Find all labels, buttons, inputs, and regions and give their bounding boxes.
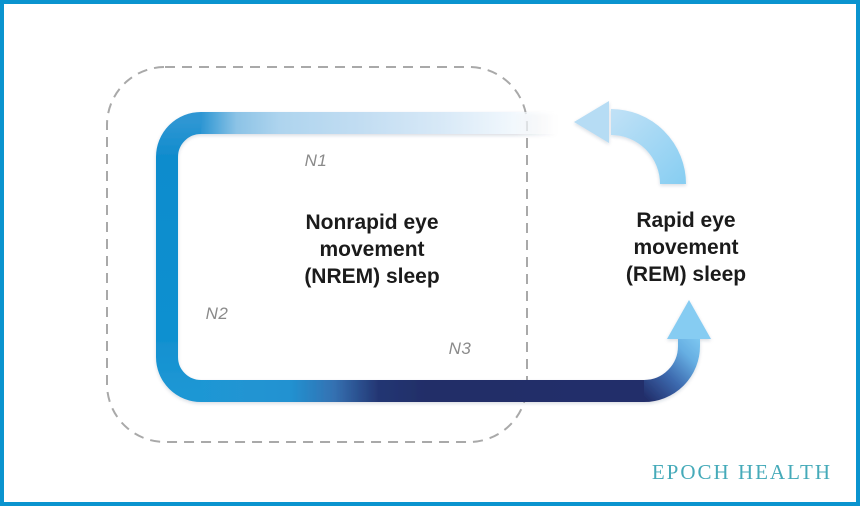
rem-return-arrow-shaft xyxy=(610,109,686,185)
rem-return-arrowhead-icon xyxy=(574,101,609,143)
rem-transition-curve xyxy=(643,337,700,402)
stage-label-n2: N2 xyxy=(205,304,229,323)
nrem-label: Nonrapid eye movement (NREM) sleep xyxy=(304,211,440,288)
stage-label-n3: N3 xyxy=(448,339,472,358)
nrem-band-n2-left xyxy=(156,112,202,402)
sleep-cycle-diagram xyxy=(106,66,711,443)
rem-label: Rapid eye movement (REM) sleep xyxy=(625,209,747,286)
brand-logo: EPOCH HEALTH xyxy=(651,460,832,484)
rem-up-arrowhead-icon xyxy=(667,300,711,339)
stage-label-n1: N1 xyxy=(304,151,328,170)
